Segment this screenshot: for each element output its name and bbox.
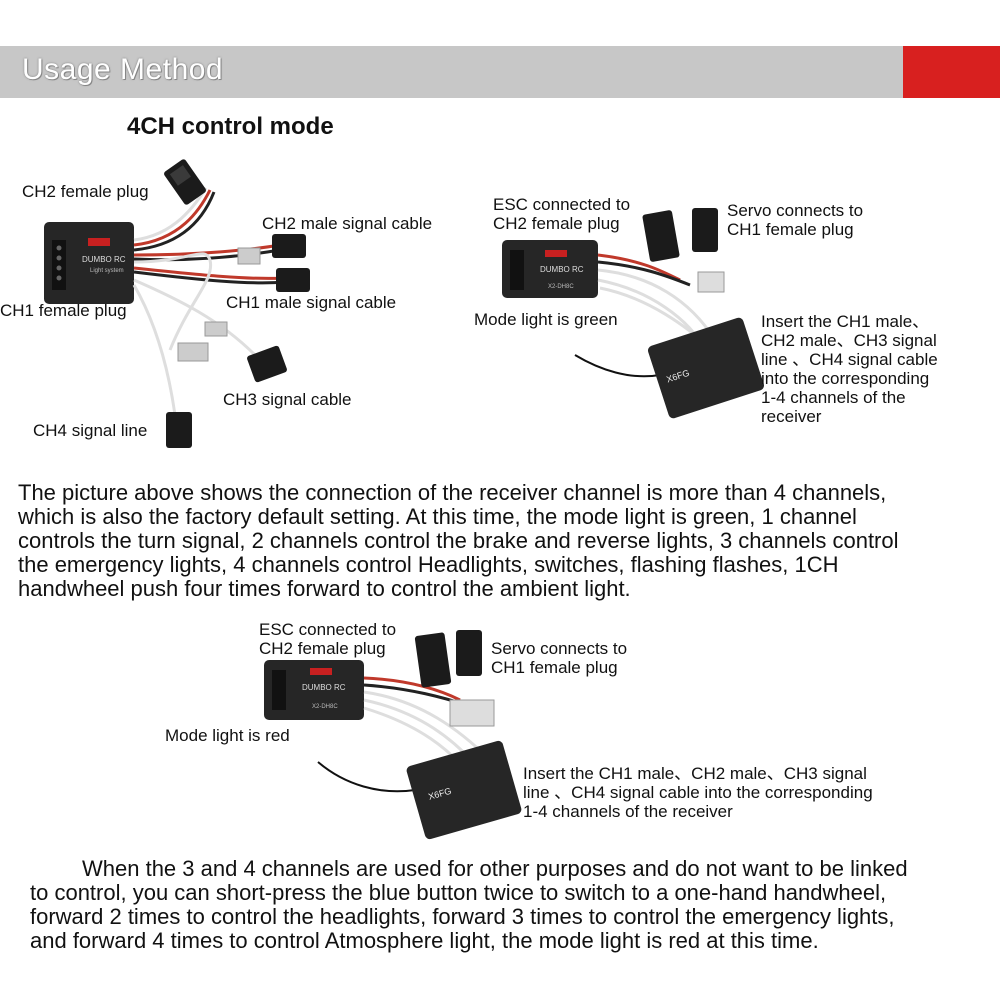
d1-label-ch4-signal-line: CH4 signal line	[33, 421, 148, 440]
d2-label-insert: Insert the CH1 male、 CH2 male、CH3 signal…	[761, 312, 938, 426]
diagram2-receiver: X6FG	[648, 317, 764, 419]
svg-text:X2-DH8C: X2-DH8C	[548, 284, 574, 290]
d1-ch3-connector-icon	[247, 345, 287, 383]
d1-label-ch2-male-signal-cable: CH2 male signal cable	[262, 214, 433, 233]
d2-servo-plug-icon	[692, 208, 718, 252]
d1-label-ch1-male-signal-cable: CH1 male signal cable	[226, 293, 397, 312]
page-title: Usage Method	[22, 53, 224, 86]
header-banner: Usage Method	[0, 46, 1000, 98]
d3-esc-plug-icon	[414, 632, 452, 688]
d1-ch4-connector-icon	[166, 412, 192, 448]
d1-label-ch1-female-plug: CH1 female plug	[0, 301, 127, 320]
d1-ch2-male-connector-icon	[272, 234, 306, 258]
diagram3-light-module: DUMBO RC X2-DH8C	[264, 660, 364, 720]
module-sub-text: Light system	[90, 268, 124, 274]
diagram2-light-module: DUMBO RC X2-DH8C	[502, 240, 598, 298]
d3-servo-plug-icon	[456, 630, 482, 676]
d3-label-mode-light: Mode light is red	[165, 726, 290, 745]
d2-label-mode-light: Mode light is green	[474, 310, 618, 329]
header-accent-block	[903, 46, 1000, 98]
svg-text:X2-DH8C: X2-DH8C	[312, 704, 338, 710]
svg-text:DUMBO RC: DUMBO RC	[302, 683, 346, 692]
svg-text:DUMBO RC: DUMBO RC	[540, 265, 584, 274]
d1-label-ch3-signal-cable: CH3 signal cable	[223, 390, 352, 409]
module-model-text: DUMBO RC	[82, 255, 126, 264]
diagram1-cables	[132, 187, 286, 416]
diagram3-receiver: X6FG	[406, 740, 522, 840]
paragraph-default-mode: The picture above shows the connection o…	[18, 480, 899, 601]
d1-ch1-male-connector-icon	[276, 268, 310, 292]
d3-label-insert: Insert the CH1 male、CH2 male、CH3 signal …	[523, 764, 873, 821]
d2-esc-plug-icon	[642, 210, 680, 262]
diagram1-light-module: DUMBO RC Light system	[44, 222, 134, 304]
d1-label-ch2-female-plug: CH2 female plug	[22, 182, 149, 201]
paragraph-one-hand-mode: When the 3 and 4 channels are used for o…	[30, 856, 908, 953]
section-title: 4CH control mode	[127, 113, 334, 140]
